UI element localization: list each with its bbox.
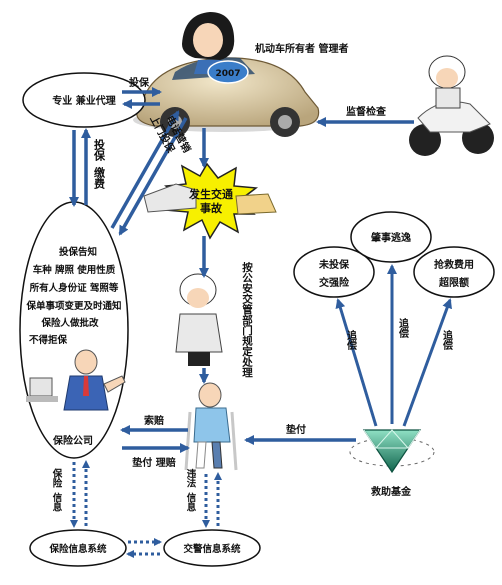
arrow-recover-left	[335, 298, 378, 427]
label-supervise: 监督检查	[346, 105, 387, 118]
dotted-arrows	[70, 460, 222, 558]
insurance-company-node	[19, 201, 129, 459]
label-police-handle: 按公安交管部门规定处理	[241, 261, 253, 377]
arrow-owner-to-company	[118, 117, 188, 236]
accident-line-1: 发生交通	[188, 187, 233, 201]
label-recover-middle: 追偿	[397, 317, 409, 339]
injured-person-illustration	[184, 382, 238, 471]
label-insurance-info-v2: 信息	[51, 492, 63, 513]
owner-manager-label: 机动车所有者 管理者	[255, 42, 348, 55]
over-limit-line-1: 抢救费用	[434, 258, 474, 271]
no-insurance-line-1: 未投保	[318, 258, 350, 271]
insurance-note-text: 投保告知 车种 牌照 使用性质 所有人身份证 驾照等 保单事项变更及时通知 保险…	[25, 246, 121, 346]
label-insurance-info-v: 保险	[51, 468, 64, 489]
over-limit-node	[413, 246, 495, 298]
note-line-3: 所有人身份证 驾照等	[30, 282, 119, 294]
label-pay-v: 缴费	[93, 166, 106, 190]
recover-arrows	[335, 264, 452, 427]
insurance-info-label: 保险信息系统	[48, 543, 107, 555]
traffic-police-illustration	[175, 273, 223, 366]
label-claim: 索赔	[144, 414, 164, 427]
note-line-6: 不得拒保	[29, 334, 68, 346]
agent-label: 专业 兼业代理	[52, 94, 115, 107]
office-worker-illustration	[26, 349, 126, 411]
label-recover-left: 追偿	[345, 329, 357, 351]
label-insure: 投保	[129, 76, 150, 89]
insurance-info-node	[29, 529, 127, 567]
crash-cars-illustration	[143, 183, 277, 215]
label-advance-settle: 垫付 理赔	[132, 456, 175, 469]
arrow-company-to-owner	[110, 110, 180, 229]
rescue-fund-gem-icon	[349, 429, 435, 474]
traffic-info-label: 交警信息系统	[183, 543, 241, 555]
note-line-4: 保单事项变更及时通知	[25, 300, 121, 312]
no-insurance-line-2: 交强险	[319, 276, 350, 289]
note-line-5: 保险人做批改	[40, 317, 99, 329]
police-motorcycle-illustration	[409, 55, 494, 156]
label-recover-right: 追偿	[441, 329, 453, 351]
hit-run-label: 肇事逃逸	[370, 231, 411, 244]
rescue-fund-label: 救助基金	[371, 485, 412, 498]
agent-node	[22, 72, 146, 128]
over-limit-line-2: 超限额	[438, 276, 469, 289]
label-advance-pay: 垫付	[286, 423, 306, 436]
hit-run-node	[350, 211, 432, 263]
insurance-company-label: 保险公司	[52, 434, 93, 447]
label-violation-info-v2: 信息	[185, 492, 197, 513]
accident-line-2: 事故	[200, 201, 223, 215]
label-insure-v: 投保	[93, 138, 107, 162]
note-line-2: 车种 牌照 使用性质	[33, 264, 116, 276]
badge-text: 2007	[215, 69, 240, 79]
label-violation-info-v: 违法	[185, 468, 197, 489]
badge-2007: 2007	[207, 60, 249, 84]
traffic-info-node	[163, 529, 261, 567]
arrows	[69, 87, 414, 453]
no-insurance-node	[293, 246, 375, 298]
note-line-1: 投保告知	[59, 246, 97, 258]
arrow-recover-right	[402, 298, 452, 427]
